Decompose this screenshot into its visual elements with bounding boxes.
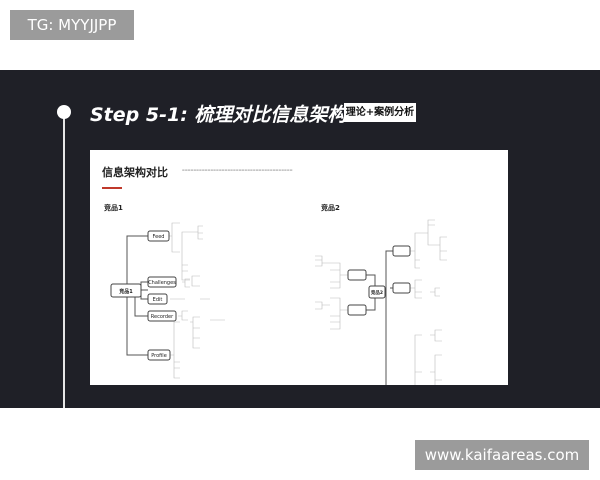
map1-branch: Profile [151,353,167,359]
mindmaps: 竞品1 Feed Challenges Edit Recorder Profil… [110,219,447,385]
map2-root-label: 竞品2 [370,289,383,296]
timeline-line [63,112,65,408]
map1-branch: Feed [153,234,165,240]
map2-node [347,304,367,316]
map2-connectors [366,250,397,385]
card-description: ▬▬▬▬▬▬▬▬▬▬▬▬▬▬▬▬▬▬▬▬▬▬▬▬▬▬▬▬▬▬▬▬▬▬▬▬▬▬▬ [182,168,293,172]
content-card: 信息架构对比 ▬▬▬▬▬▬▬▬▬▬▬▬▬▬▬▬▬▬▬▬▬▬▬▬▬▬▬▬▬▬▬▬▬… [90,150,508,385]
product2-label: 竞品2 [321,204,340,212]
map2-node [392,245,411,257]
map2-node [347,269,367,281]
map1-node-challenges [147,276,177,288]
map1-connectors [126,235,148,356]
map1-branch: Recorder [151,314,174,320]
card-title: 信息架构对比 [102,166,168,179]
watermark-bottom: www.kaifaareas.com [415,440,589,470]
map1-branch: Edit [153,297,163,303]
map2-node [392,282,411,294]
map1-leaves [169,222,225,379]
title-underline [102,187,122,189]
map2-nodes [347,245,411,316]
map1-node-recorder [147,310,177,322]
map2-leaves [315,219,447,385]
slide-badge: 理论+案例分析 [344,103,416,122]
map1-nodes [110,230,177,361]
map1-branch: Challenges [148,280,176,286]
map1-node-edit [147,293,168,305]
slide-title: Step 5-1: 梳理对比信息架构 [90,104,347,126]
map2-root-node [368,285,386,299]
map1-root-label: 竞品1 [119,288,133,295]
watermark-top: TG: MYYJJPP [10,10,134,40]
map1-node-profile [147,349,171,361]
timeline-dot [57,105,71,119]
product1-label: 竞品1 [104,204,123,212]
map1-root-node [110,283,142,298]
map1-node-feed [147,230,170,242]
